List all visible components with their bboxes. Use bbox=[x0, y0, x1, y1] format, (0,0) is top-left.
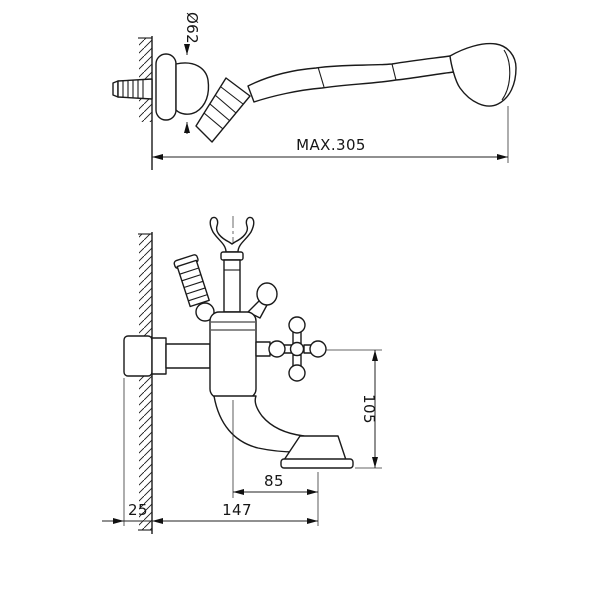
mixer-view: 105 85 25 147 bbox=[102, 216, 382, 534]
dimension-max-reach: MAX.305 bbox=[152, 106, 509, 163]
dimension-depths: 25 147 bbox=[102, 378, 318, 526]
wall-bracket bbox=[155, 53, 210, 121]
shower-holder-fork bbox=[209, 216, 255, 313]
concealed-body bbox=[123, 335, 153, 377]
hose-outlet bbox=[173, 254, 215, 322]
spout bbox=[213, 395, 354, 469]
dim-wall-plate-label: 25 bbox=[128, 501, 148, 519]
dimension-spout-offset: 85 bbox=[232, 400, 319, 526]
dim-diameter-label: Ø62 bbox=[183, 12, 201, 44]
hand-shower-view: Ø62 MAX.305 bbox=[112, 12, 517, 170]
hand-shower bbox=[195, 42, 517, 143]
diverter-knob bbox=[247, 282, 278, 319]
dim-offset-label: 85 bbox=[264, 472, 284, 490]
wall-section-top bbox=[138, 36, 153, 170]
dim-height-label: 105 bbox=[360, 394, 378, 424]
wall-section-front bbox=[138, 232, 153, 534]
dim-total-depth-label: 147 bbox=[222, 501, 252, 519]
dim-max-reach-label: MAX.305 bbox=[296, 136, 366, 154]
mixer-body bbox=[209, 311, 257, 399]
cross-handle bbox=[255, 316, 327, 382]
dimension-spout-height: 105 bbox=[326, 349, 382, 469]
wall-mount bbox=[151, 337, 211, 375]
dimension-bracket-diameter: Ø62 bbox=[183, 12, 201, 134]
hose-connector-icon bbox=[112, 78, 153, 100]
